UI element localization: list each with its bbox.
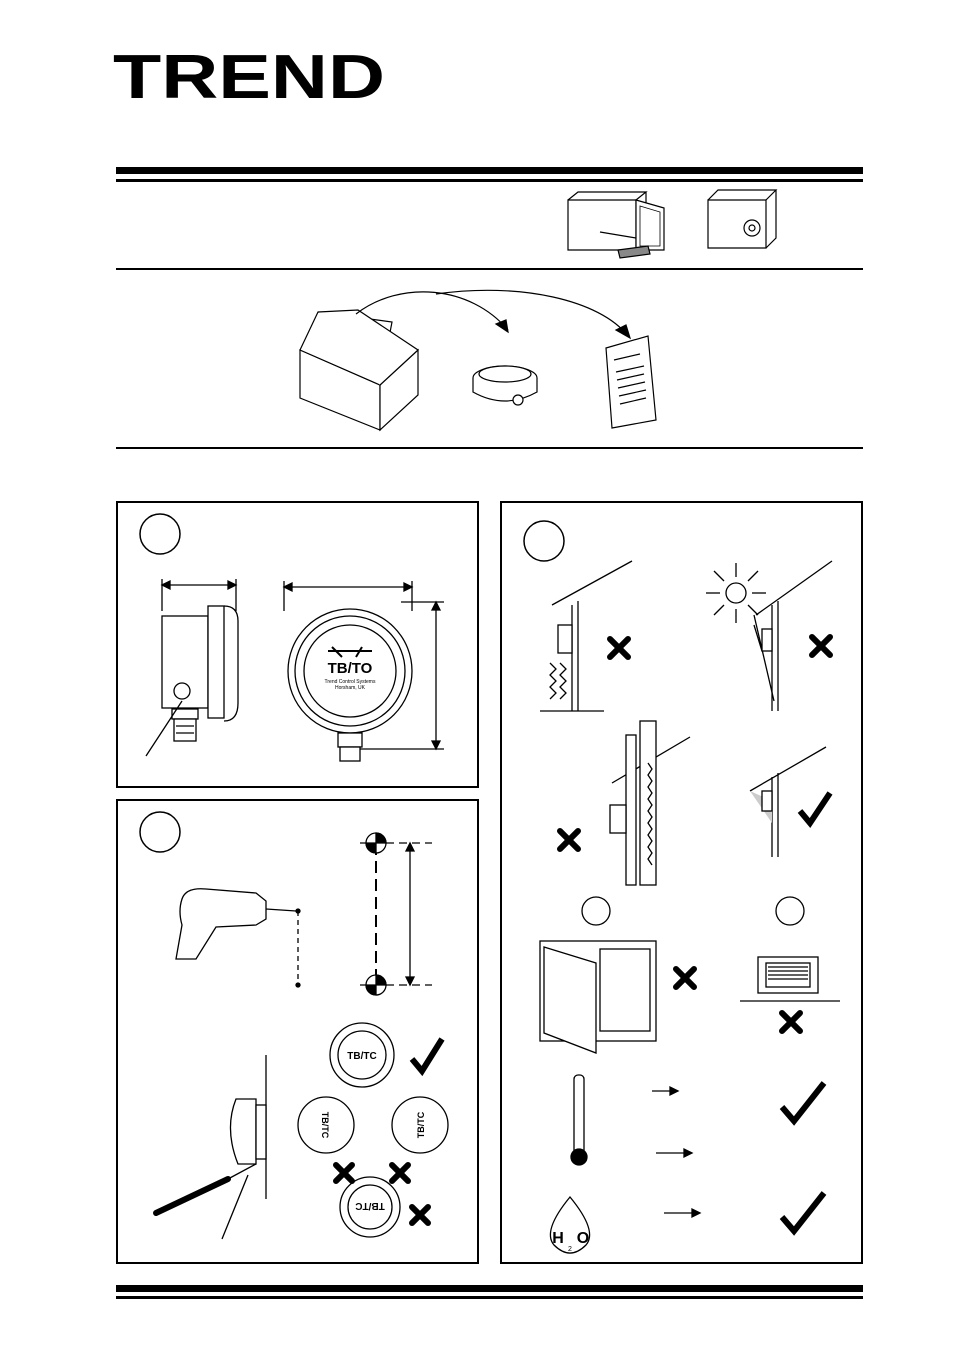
storage-illustration <box>567 189 778 259</box>
cross-icon <box>333 1162 431 1226</box>
orient-right-label: TB/TC <box>416 1111 426 1138</box>
divider-1 <box>116 268 863 270</box>
orient-left-label: TB/TC <box>320 1112 330 1139</box>
check-icon <box>409 1037 445 1077</box>
orient-top-label: TB/TC <box>347 1051 376 1062</box>
dim-maker-line2: Horsham, UK <box>335 685 366 691</box>
cross-icon <box>557 634 833 1034</box>
dimensions-panel <box>116 501 479 788</box>
header-rule-thin <box>116 179 863 182</box>
dim-maker-line1: Trend Control Systems <box>325 679 376 685</box>
header-rule-thick <box>116 167 863 174</box>
footer-rule-thick <box>116 1285 863 1292</box>
mounting-panel <box>116 799 479 1264</box>
water-subscript: 2 <box>568 1246 572 1253</box>
water-symbol: H <box>552 1230 564 1247</box>
location-drawing: H 2 O <box>523 520 840 1254</box>
logo-text: TREND <box>113 43 385 112</box>
check-icon <box>779 791 833 1236</box>
orient-bottom-label: TB/TC <box>355 1200 384 1211</box>
location-panel <box>500 501 863 1264</box>
dim-model-label: TB/TO <box>328 660 373 677</box>
unpacking-illustration <box>299 289 657 432</box>
dimensions-drawing: TB/TO Trend Control Systems Horsham, UK <box>139 513 444 762</box>
water-symbol-o: O <box>577 1230 589 1247</box>
trend-logo: TREND <box>113 43 385 112</box>
footer-rule-thin <box>116 1296 863 1299</box>
divider-2 <box>116 447 863 449</box>
mounting-drawing: TB/TC TB/TC TB/TC TB/TC <box>139 811 449 1240</box>
